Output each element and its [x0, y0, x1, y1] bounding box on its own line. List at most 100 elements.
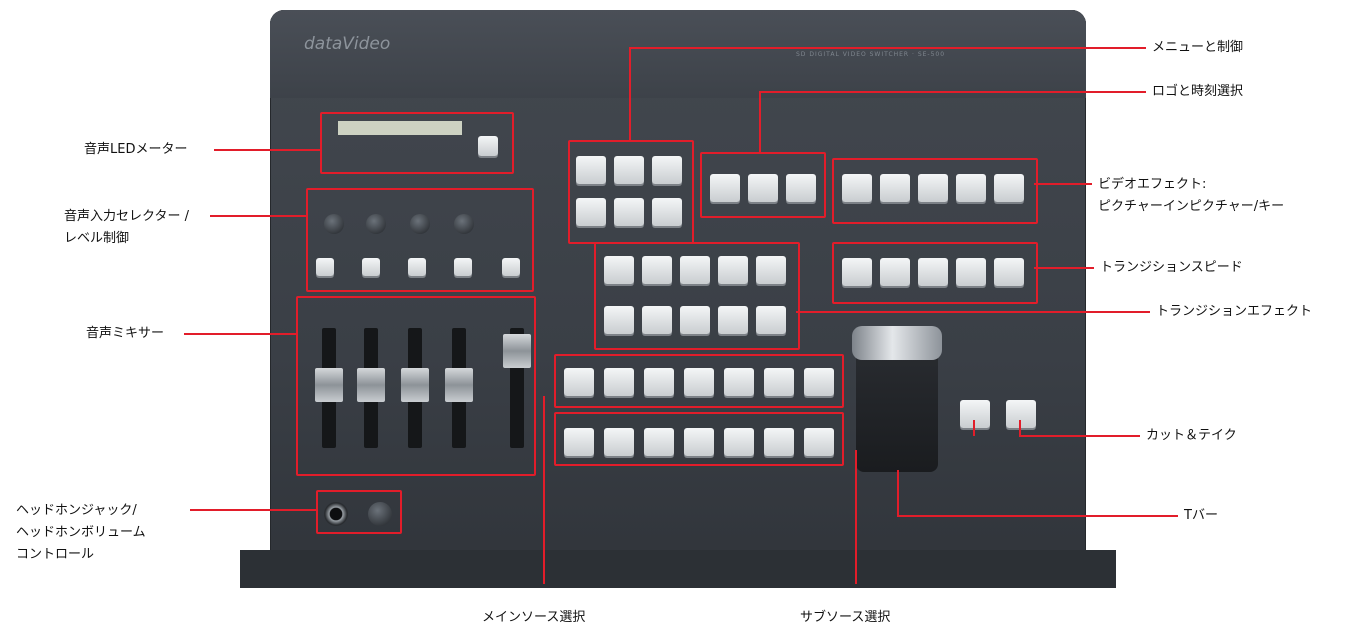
- outline-audio-led-meter: [320, 112, 514, 174]
- input-select-button-3[interactable]: [408, 258, 426, 276]
- label-audio-mixer: 音声ミキサー: [86, 326, 165, 341]
- input-knob-1[interactable]: [324, 214, 344, 234]
- tbar-handle[interactable]: [852, 326, 942, 360]
- outline-logo-time: [700, 152, 826, 218]
- input-select-button-5[interactable]: [502, 258, 520, 276]
- logo-button-3[interactable]: [786, 174, 816, 202]
- outline-transition-effects: [594, 242, 800, 350]
- headphone-volume-knob[interactable]: [368, 502, 392, 526]
- effect-button-3[interactable]: [918, 174, 948, 202]
- transition-effect-button-5[interactable]: [756, 256, 786, 284]
- transition-effect-button-10[interactable]: [756, 306, 786, 334]
- main-source-button-1[interactable]: [564, 368, 594, 396]
- sub-source-button-2[interactable]: [604, 428, 634, 456]
- fader-cap[interactable]: [445, 368, 473, 402]
- sub-source-button-6[interactable]: [764, 428, 794, 456]
- outline-headphone: [316, 490, 402, 534]
- line-logo-time: [759, 91, 1146, 152]
- menu-button-5[interactable]: [614, 198, 644, 226]
- transition-effect-button-7[interactable]: [642, 306, 672, 334]
- speed-button-4[interactable]: [956, 258, 986, 286]
- input-knob-2[interactable]: [366, 214, 386, 234]
- main-source-button-2[interactable]: [604, 368, 634, 396]
- sub-source-button-4[interactable]: [684, 428, 714, 456]
- speed-button-1[interactable]: [842, 258, 872, 286]
- speed-button-5[interactable]: [994, 258, 1024, 286]
- audio-fader-1[interactable]: [315, 328, 343, 448]
- input-select-button-1[interactable]: [316, 258, 334, 276]
- label-transition-speed: トランジションスピード: [1100, 260, 1243, 275]
- outline-sub-source: [554, 412, 844, 466]
- menu-button-1[interactable]: [576, 156, 606, 184]
- switcher-base: [240, 550, 1116, 588]
- label-menu-control: メニューと制御: [1152, 40, 1244, 55]
- sub-source-button-3[interactable]: [644, 428, 674, 456]
- input-select-button-2[interactable]: [362, 258, 380, 276]
- speed-button-2[interactable]: [880, 258, 910, 286]
- switcher-top-panel: [270, 10, 1086, 98]
- audio-fader-4[interactable]: [445, 328, 473, 448]
- effect-button-2[interactable]: [880, 174, 910, 202]
- fader-cap[interactable]: [503, 334, 531, 368]
- transition-effect-button-4[interactable]: [718, 256, 748, 284]
- fader-cap[interactable]: [401, 368, 429, 402]
- menu-button-2[interactable]: [614, 156, 644, 184]
- transition-effect-button-1[interactable]: [604, 256, 634, 284]
- fader-cap[interactable]: [357, 368, 385, 402]
- transition-effect-button-8[interactable]: [680, 306, 710, 334]
- video-switcher-device: dataVideo SD DIGITAL VIDEO SWITCHER · SE…: [240, 10, 1116, 588]
- main-source-button-6[interactable]: [764, 368, 794, 396]
- outline-main-source: [554, 354, 844, 408]
- label-tbar: Tバー: [1184, 508, 1218, 523]
- label-sub-source: サブソース選択: [800, 610, 891, 625]
- label-cut-take: カット＆テイク: [1146, 428, 1237, 443]
- speed-button-3[interactable]: [918, 258, 948, 286]
- audio-fader-3[interactable]: [401, 328, 429, 448]
- sub-source-button-5[interactable]: [724, 428, 754, 456]
- effect-button-4[interactable]: [956, 174, 986, 202]
- effect-button-5[interactable]: [994, 174, 1024, 202]
- label-audio-led-meter: 音声LEDメーター: [84, 142, 188, 157]
- transition-effect-button-9[interactable]: [718, 306, 748, 334]
- line-menu-control: [629, 47, 1146, 140]
- label-transition-effects: トランジションエフェクト: [1156, 304, 1313, 319]
- audio-fader-master[interactable]: [503, 328, 531, 448]
- outline-audio-mixer: [296, 296, 536, 476]
- sub-source-button-7[interactable]: [804, 428, 834, 456]
- effect-button-1[interactable]: [842, 174, 872, 202]
- main-source-button-4[interactable]: [684, 368, 714, 396]
- label-video-effects: ビデオエフェクト: ピクチャーインピクチャー/キー: [1098, 177, 1285, 214]
- fader-cap[interactable]: [315, 368, 343, 402]
- main-source-button-3[interactable]: [644, 368, 674, 396]
- main-source-button-5[interactable]: [724, 368, 754, 396]
- input-select-button-4[interactable]: [454, 258, 472, 276]
- input-knob-4[interactable]: [454, 214, 474, 234]
- model-text: SD DIGITAL VIDEO SWITCHER · SE-500: [796, 51, 946, 58]
- label-headphone: ヘッドホンジャック/ ヘッドホンボリューム コントロール: [16, 503, 146, 562]
- logo-button-1[interactable]: [710, 174, 740, 202]
- audio-fader-2[interactable]: [357, 328, 385, 448]
- transition-effect-button-2[interactable]: [642, 256, 672, 284]
- menu-button-6[interactable]: [652, 198, 682, 226]
- transition-effect-button-3[interactable]: [680, 256, 710, 284]
- label-logo-time: ロゴと時刻選択: [1152, 84, 1244, 99]
- label-audio-input: 音声入力セレクター / レベル制御: [64, 209, 189, 246]
- sub-source-button-1[interactable]: [564, 428, 594, 456]
- logo-button-2[interactable]: [748, 174, 778, 202]
- outline-transition-speed: [832, 242, 1038, 304]
- brand-logo: dataVideo: [304, 34, 391, 54]
- outline-audio-input: [306, 188, 534, 292]
- main-source-button-7[interactable]: [804, 368, 834, 396]
- line-tbar: [897, 470, 1178, 517]
- headphone-jack[interactable]: [324, 502, 348, 526]
- transition-effect-button-6[interactable]: [604, 306, 634, 334]
- line-cut-take: [1019, 420, 1140, 437]
- meter-select-button[interactable]: [478, 136, 498, 156]
- outline-video-effects: [832, 158, 1038, 224]
- label-main-source: メインソース選択: [482, 610, 586, 625]
- input-knob-3[interactable]: [410, 214, 430, 234]
- menu-button-4[interactable]: [576, 198, 606, 226]
- menu-button-3[interactable]: [652, 156, 682, 184]
- led-meter-display: [338, 121, 462, 135]
